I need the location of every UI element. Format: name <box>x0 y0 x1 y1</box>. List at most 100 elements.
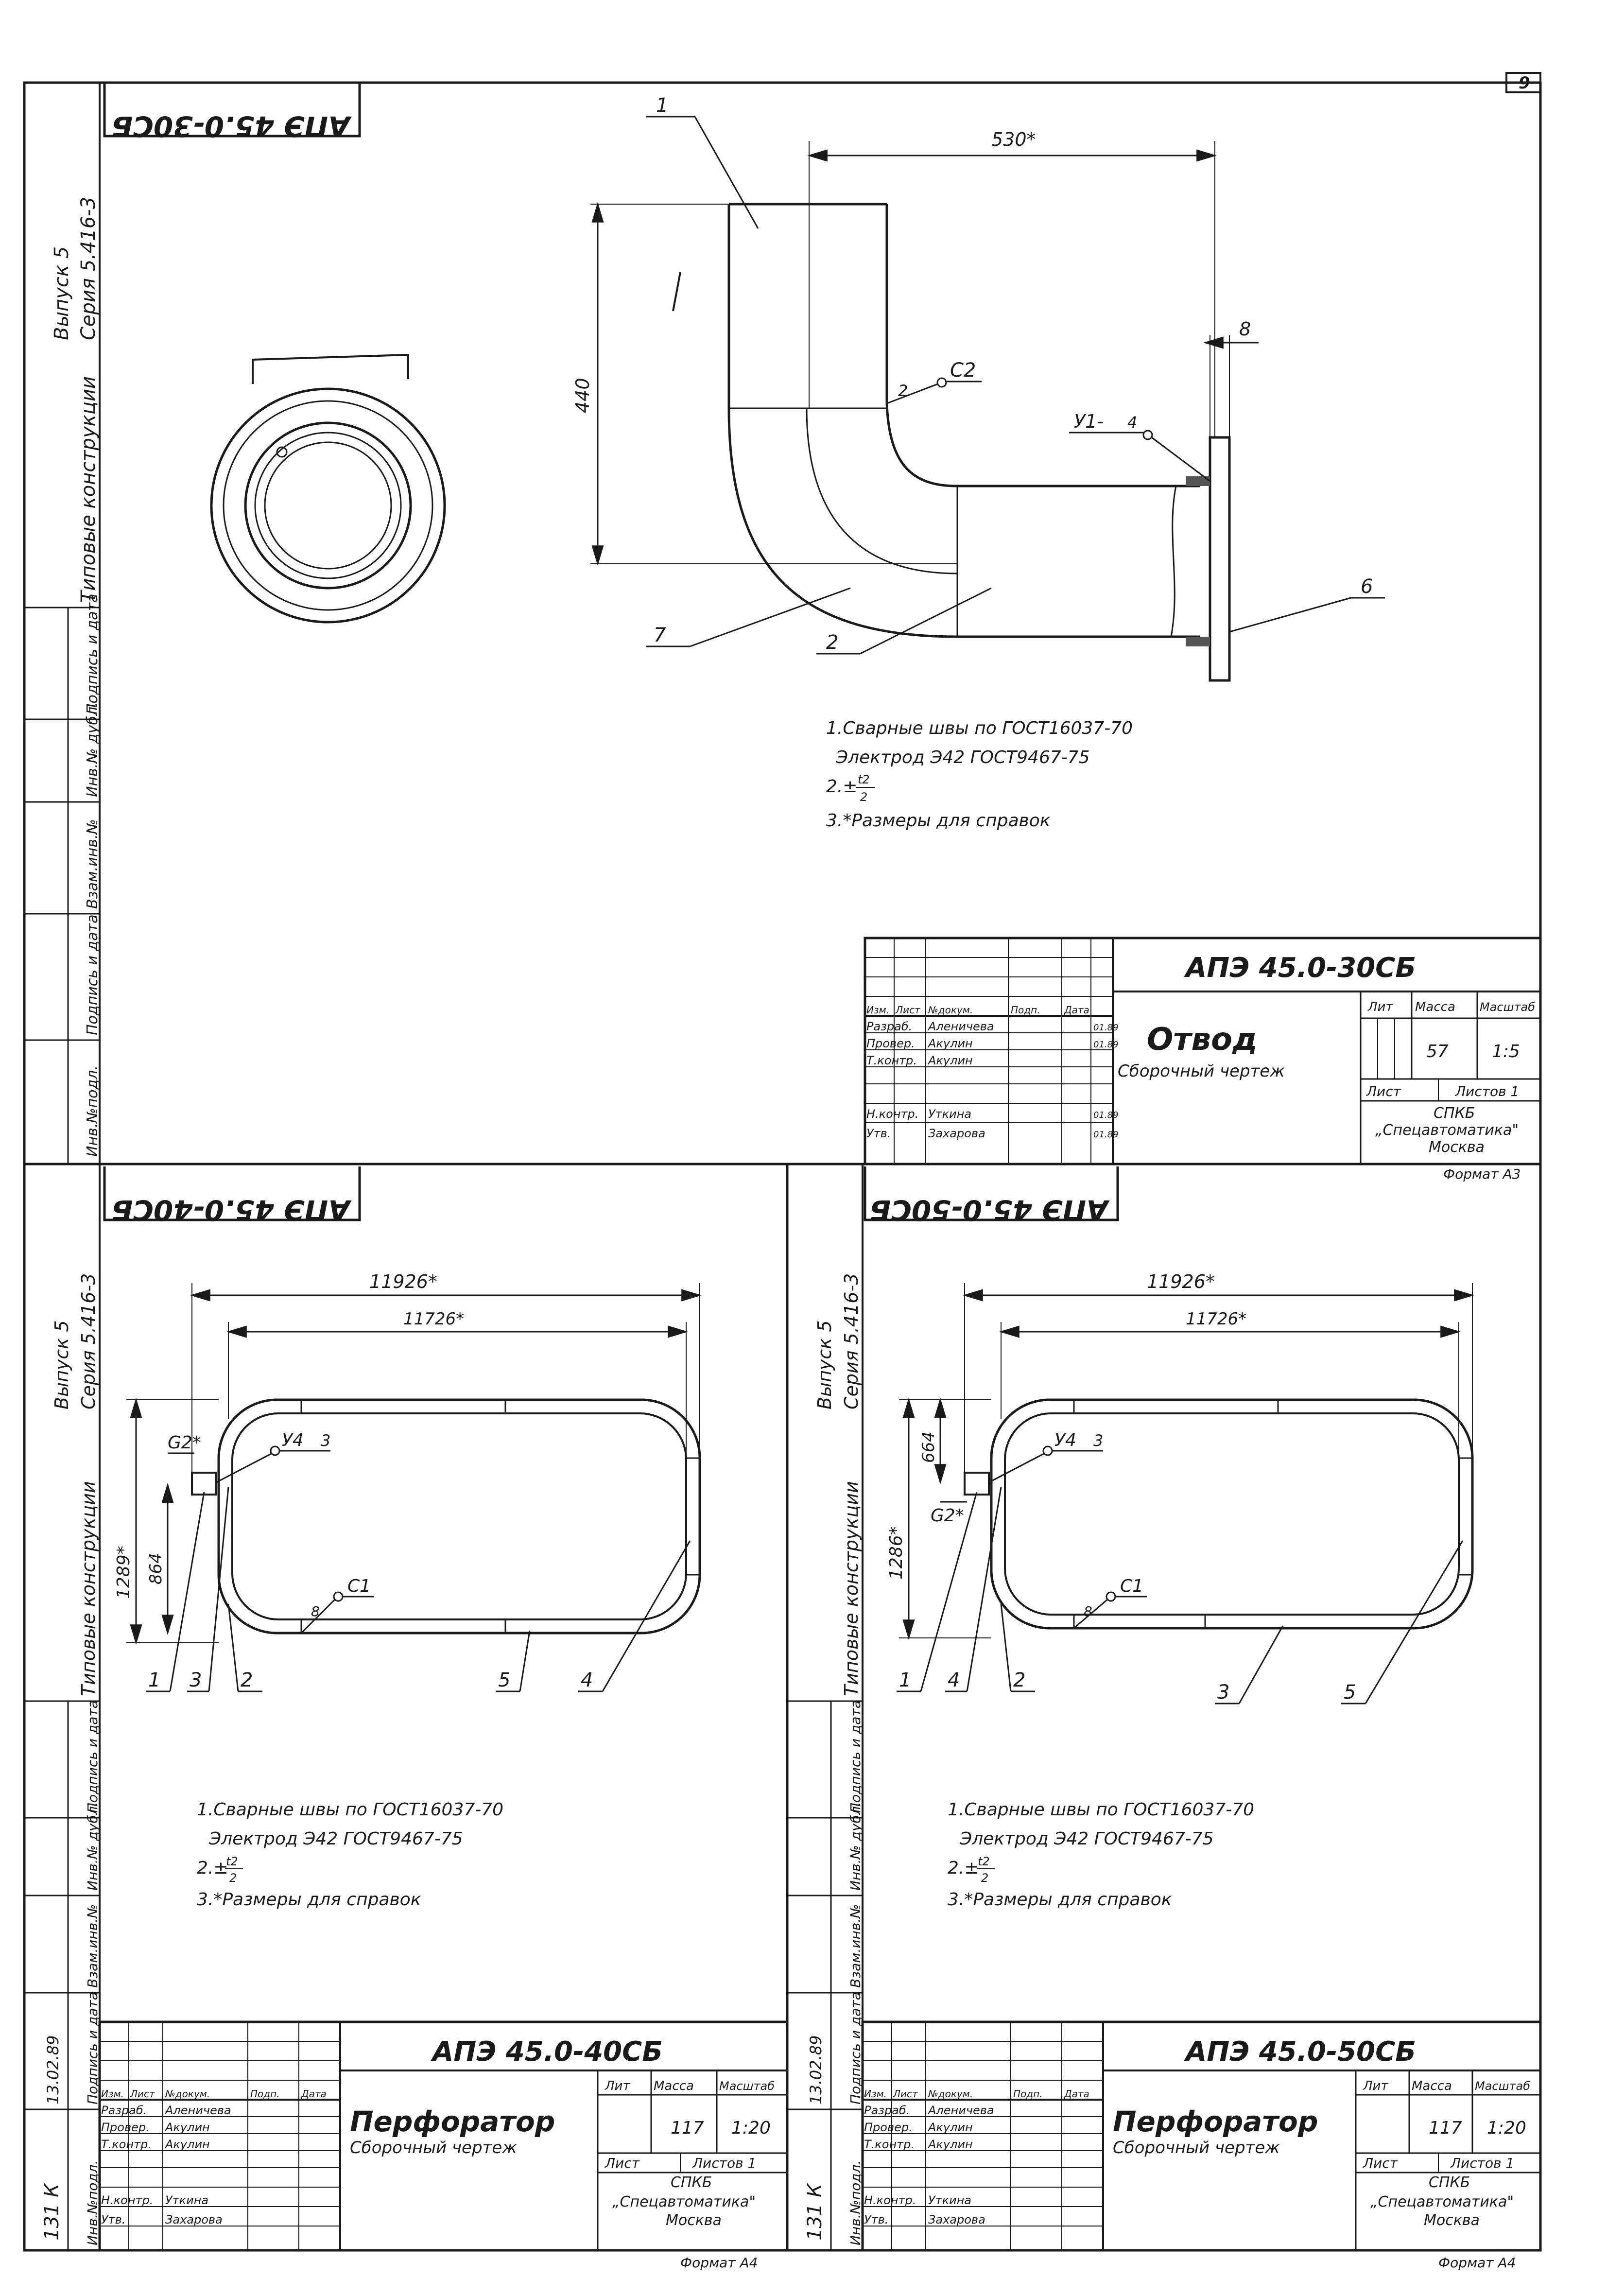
svg-text:1.Сварные швы по ГОСТ16037-70: 1.Сварные швы по ГОСТ16037-70 <box>826 718 1133 738</box>
svg-text:1.Сварные швы по ГОСТ16037-70: 1.Сварные швы по ГОСТ16037-70 <box>948 1800 1254 1820</box>
svg-text:Акулин: Акулин <box>164 2138 210 2151</box>
side-cell: Подпись и дата <box>847 1992 864 2105</box>
svg-text:6: 6 <box>1361 575 1373 598</box>
svg-text:Дата: Дата <box>301 2088 327 2100</box>
stamp-date-c: 13.02.89 <box>807 2035 825 2105</box>
svg-text:Уткина: Уткина <box>928 2193 971 2207</box>
svg-text:Аленичева: Аленичева <box>927 1020 994 1033</box>
sheet-c-perforator <box>964 1398 1474 1630</box>
svg-text:3.*Размеры для справок: 3.*Размеры для справок <box>948 1890 1172 1910</box>
svg-text:Утв.: Утв. <box>101 2213 125 2226</box>
svg-text:Масштаб: Масштаб <box>719 2079 775 2093</box>
svg-text:664: 664 <box>919 1431 938 1463</box>
svg-text:Сборочный чертеж: Сборочный чертеж <box>1113 2138 1280 2157</box>
svg-text:4: 4 <box>948 1669 960 1691</box>
svg-text:1: 1 <box>148 1669 160 1691</box>
svg-text:01.89: 01.89 <box>1093 1130 1119 1140</box>
svg-text:7: 7 <box>654 624 666 646</box>
side-cell: Подпись и дата <box>85 1700 101 1813</box>
svg-text:Лист: Лист <box>893 2088 918 2100</box>
svg-text:Москва: Москва <box>666 2212 722 2229</box>
svg-text:864: 864 <box>146 1553 166 1584</box>
sheet-a3-frame <box>23 81 1542 1165</box>
svg-text:Утв.: Утв. <box>864 2213 888 2226</box>
svg-text:Дата: Дата <box>1064 2088 1089 2100</box>
svg-text:1:20: 1:20 <box>731 2118 771 2138</box>
svg-text:Аленичева: Аленичева <box>927 2104 994 2117</box>
svg-text:Захарова: Захарова <box>928 2213 985 2226</box>
sheet-b-notes: 1.Сварные швы по ГОСТ16037-70 Электрод Э… <box>197 1800 503 1910</box>
side-typical-a: Типовые конструкции <box>77 376 100 603</box>
svg-text:Изм.: Изм. <box>866 1004 889 1016</box>
page-number: 9 <box>1519 73 1530 93</box>
svg-text:№докум.: №докум. <box>928 1004 973 1016</box>
svg-text:11726*: 11726* <box>403 1309 464 1329</box>
svg-text:Масса: Масса <box>654 2079 694 2093</box>
svg-text:1286*: 1286* <box>886 1526 906 1580</box>
svg-text:Лит: Лит <box>605 2079 630 2093</box>
svg-text:Лист: Лист <box>130 2088 156 2100</box>
svg-text:Лист: Лист <box>895 1004 921 1016</box>
svg-text:1:20: 1:20 <box>1487 2118 1526 2138</box>
svg-text:№докум.: №докум. <box>928 2088 973 2100</box>
svg-text:Аленичева: Аленичева <box>164 2104 231 2117</box>
svg-text:t2: t2 <box>226 1855 238 1868</box>
svg-text:С2: С2 <box>950 359 976 382</box>
side-cell: Подпись и дата <box>84 915 101 1036</box>
svg-text:Акулин: Акулин <box>927 2121 973 2134</box>
svg-text:Лит: Лит <box>1367 1000 1393 1014</box>
side-cell: Инв.№подл. <box>84 1065 101 1157</box>
svg-text:Захарова: Захарова <box>165 2213 223 2226</box>
svg-text:Н.контр.: Н.контр. <box>101 2193 153 2207</box>
svg-text:Масштаб: Масштаб <box>1475 2079 1530 2093</box>
svg-text:Электрод Э42 ГОСТ9467-75: Электрод Э42 ГОСТ9467-75 <box>959 1829 1214 1849</box>
sheet-b-designation: АПЭ 45.0-40СБ <box>431 2036 663 2068</box>
svg-text:2.±: 2.± <box>826 777 858 797</box>
svg-text:У1-: У1- <box>1074 411 1104 432</box>
svg-text:2: 2 <box>1013 1669 1025 1691</box>
svg-text:Подп.: Подп. <box>1011 1004 1040 1016</box>
svg-text:Масштаб: Масштаб <box>1480 1000 1535 1014</box>
side-cell: Инв.№подл. <box>847 2160 864 2245</box>
svg-text:Т.контр.: Т.контр. <box>864 2138 915 2151</box>
svg-text:117: 117 <box>1429 2118 1462 2138</box>
svg-text:Электрод Э42 ГОСТ9467-75: Электрод Э42 ГОСТ9467-75 <box>208 1829 463 1849</box>
sheet-c-title-block: Изм. Лист №докум. Подп. Дата Разраб. Але… <box>861 2020 1542 2271</box>
sheet-a-name: Отвод <box>1147 1022 1258 1058</box>
svg-text:1289*: 1289* <box>114 1546 134 1599</box>
svg-text:У4: У4 <box>282 1430 304 1450</box>
svg-text:Изм.: Изм. <box>101 2088 124 2100</box>
svg-text:Н.контр.: Н.контр. <box>866 1107 918 1121</box>
svg-text:АПЭ 45.0-40СБ: АПЭ 45.0-40СБ <box>111 1194 352 1227</box>
svg-text:1:5: 1:5 <box>1492 1042 1520 1061</box>
svg-text:„Спецавтоматика": „Спецавтоматика" <box>1370 2193 1514 2210</box>
svg-text:2: 2 <box>241 1669 253 1691</box>
sheet-b-format: Формат А4 <box>680 2255 758 2271</box>
sheet-a-notes: 1.Сварные швы по ГОСТ16037-70 Электрод Э… <box>826 718 1133 831</box>
side-issue-a: Выпуск 5 <box>51 246 73 340</box>
svg-text:Дата: Дата <box>1064 1004 1089 1016</box>
svg-text:01.89: 01.89 <box>1093 1110 1119 1120</box>
sheet-b-dimensions: 11926* 11726* 1289* 864 G2* <box>114 1271 702 1645</box>
side-cell: Взам.инв.№ <box>85 1904 101 1988</box>
svg-text:11926*: 11926* <box>1147 1271 1215 1292</box>
svg-text:Провер.: Провер. <box>101 2121 150 2134</box>
sheet-a-title-block: Изм. Лист №докум. Подп. Дата Разраб. Але… <box>864 937 1542 1182</box>
svg-text:1: 1 <box>656 94 668 117</box>
svg-text:АПЭ 45.0-50СБ: АПЭ 45.0-50СБ <box>869 1194 1110 1227</box>
svg-text:Электрод Э42 ГОСТ9467-75: Электрод Э42 ГОСТ9467-75 <box>835 748 1090 767</box>
sheet-b-callouts: У4 3 С1 8 1 3 2 5 4 <box>146 1430 691 1692</box>
svg-text:Акулин: Акулин <box>927 2138 973 2151</box>
side-typical-b: Типовые конструкции <box>78 1481 99 1696</box>
svg-text:Разраб.: Разраб. <box>101 2104 147 2117</box>
side-cell: Подпись и дата <box>84 594 101 715</box>
stamp-date-b: 13.02.89 <box>44 2035 62 2105</box>
svg-text:Листов 1: Листов 1 <box>1455 1083 1519 1099</box>
svg-text:Разраб.: Разраб. <box>866 1020 912 1033</box>
svg-text:Лист: Лист <box>1363 2155 1398 2171</box>
svg-text:2: 2 <box>981 1871 988 1885</box>
svg-text:Лист: Лист <box>1366 1083 1401 1099</box>
svg-text:5: 5 <box>1344 1681 1356 1704</box>
sheet-b-name: Перфоратор <box>350 2105 555 2138</box>
sheet-b-perforator <box>191 1398 701 1635</box>
